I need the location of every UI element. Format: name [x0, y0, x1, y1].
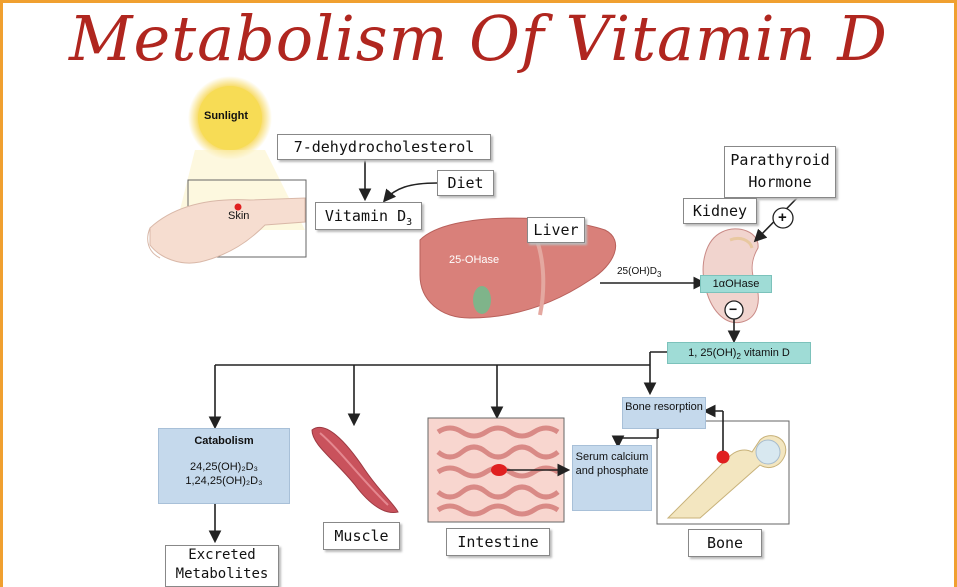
catabolite-2: 1,24,25(OH)₂D₃ — [159, 475, 289, 487]
liver-illustration — [420, 218, 616, 318]
vitamin-d3-box: Vitamin D3 — [315, 202, 422, 230]
oh-d3-text: 25(OH)D — [617, 266, 657, 277]
ohase25-label: 25-OHase — [449, 254, 499, 266]
skin-label: Skin — [228, 210, 249, 222]
catabolism-box: Catabolism 24,25(OH)₂D₃ 1,24,25(OH)₂D₃ — [158, 428, 290, 504]
minus-sign: − — [729, 301, 737, 317]
oh-d3-subscript: 3 — [657, 270, 661, 279]
excreted-metabolites-box: Excreted Metabolites — [165, 545, 279, 587]
diet-box: Diet — [437, 170, 494, 196]
calcitriol-text-a: 1, 25(OH) — [688, 347, 736, 359]
kidney-box: Kidney — [683, 198, 757, 224]
bone-box: Bone — [688, 529, 762, 557]
vitamin-d3-subscript: 3 — [406, 217, 412, 228]
catabolite-1: 24,25(OH)₂D₃ — [159, 461, 289, 473]
bone-resorption-box: Bone resorption — [622, 397, 706, 429]
catabolism-title: Catabolism — [159, 435, 289, 447]
parathyroid-hormone-box: Parathyroid Hormone — [724, 146, 836, 198]
liver-box: Liver — [527, 217, 585, 243]
hand-illustration — [148, 198, 305, 263]
sunlight-label: Sunlight — [204, 110, 248, 122]
plus-sign: + — [778, 209, 787, 226]
arrow-diet-to-vitd — [385, 183, 437, 200]
calcitriol-text-b: vitamin D — [741, 347, 790, 359]
dehydrocholesterol-box: 7-dehydrocholesterol — [277, 134, 491, 160]
muscle-box: Muscle — [323, 522, 400, 550]
alpha-ohase-box: 1αOHase — [700, 275, 772, 293]
intestine-box: Intestine — [446, 528, 550, 556]
serum-box: Serum calcium and phosphate — [572, 445, 652, 511]
oh-d3-label: 25(OH)D3 — [617, 266, 661, 279]
vitamin-d3-text: Vitamin D — [325, 207, 406, 225]
muscle-illustration — [312, 427, 398, 512]
intestine-dot — [491, 464, 507, 476]
bone-dot — [717, 451, 730, 464]
calcitriol-box: 1, 25(OH)2 vitamin D — [667, 342, 811, 364]
